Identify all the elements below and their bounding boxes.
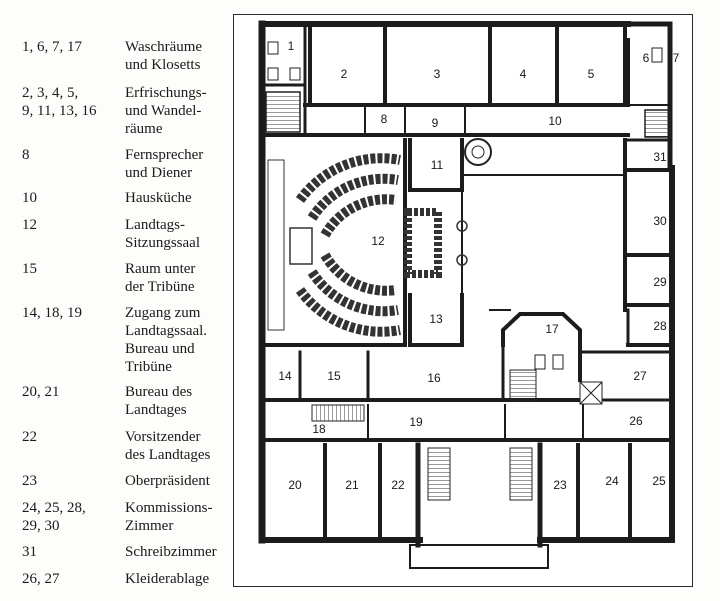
room-label: 3	[434, 67, 441, 81]
room-label: 8	[381, 112, 388, 126]
room-label: 10	[548, 114, 562, 128]
legend-numbers: 23	[22, 473, 37, 489]
legend-numbers: 10	[22, 190, 37, 206]
legend-numbers: 31	[22, 544, 37, 560]
walls	[258, 20, 675, 569]
legend-numbers: 20, 21	[22, 384, 60, 400]
room-label: 29	[653, 275, 667, 289]
room-label: 15	[327, 369, 341, 383]
room-label: 14	[278, 369, 292, 383]
room-label: 22	[391, 478, 405, 492]
legend-description: Erfrischungs-und Wandel-räume	[125, 85, 207, 137]
room-label: 4	[520, 67, 527, 81]
legend-numbers: 14, 18, 19	[22, 305, 82, 321]
room-label: 1	[288, 39, 295, 53]
room-label: 12	[371, 234, 385, 248]
room-label: 11	[431, 158, 444, 172]
room-label: 18	[312, 422, 326, 436]
room-labels: 1 2 3 4 5 6 7 8 9 10 11 12 13 14 15 16 1…	[278, 39, 679, 492]
room-label: 26	[629, 414, 643, 428]
legend-numbers: 24, 25, 28,29, 30	[22, 500, 86, 534]
legend-numbers: 22	[22, 429, 37, 445]
room-label: 5	[588, 67, 595, 81]
legend-numbers: 8	[22, 147, 30, 163]
room-label: 23	[553, 478, 567, 492]
room-label: 21	[345, 478, 359, 492]
legend-numbers: 2, 3, 4, 5,9, 11, 13, 16	[22, 85, 97, 119]
room-label: 2	[341, 67, 348, 81]
stairs	[265, 91, 671, 501]
legend-description: Kleiderablage	[125, 571, 210, 587]
room-label: 9	[432, 116, 439, 130]
room-label: 19	[409, 415, 423, 429]
legend-description: Oberpräsident	[125, 473, 210, 489]
fixtures	[267, 41, 663, 405]
room-label: 7	[673, 51, 680, 65]
room-label: 27	[633, 369, 647, 383]
legend-numbers: 1, 6, 7, 17	[22, 39, 82, 55]
room-label: 16	[427, 371, 441, 385]
room-label: 28	[653, 319, 667, 333]
legend-description: Landtags-Sitzungssaal	[125, 217, 200, 251]
room-label: 17	[545, 322, 559, 336]
legend-numbers: 26, 27	[22, 571, 60, 587]
legend-numbers: 12	[22, 217, 37, 233]
room-label: 20	[288, 478, 302, 492]
legend-description: Kommissions-Zimmer	[125, 500, 213, 534]
room-label: 6	[643, 51, 650, 65]
legend-description: Hausküche	[125, 190, 192, 206]
room-label: 30	[653, 214, 667, 228]
room-label: 24	[605, 474, 619, 488]
legend-description: Schreibzimmer	[125, 544, 217, 560]
assembly-hall-seating	[267, 153, 468, 337]
room-label: 25	[652, 474, 666, 488]
legend-numbers: 15	[22, 261, 37, 277]
room-label: 13	[429, 312, 443, 326]
room-label: 31	[653, 150, 667, 164]
